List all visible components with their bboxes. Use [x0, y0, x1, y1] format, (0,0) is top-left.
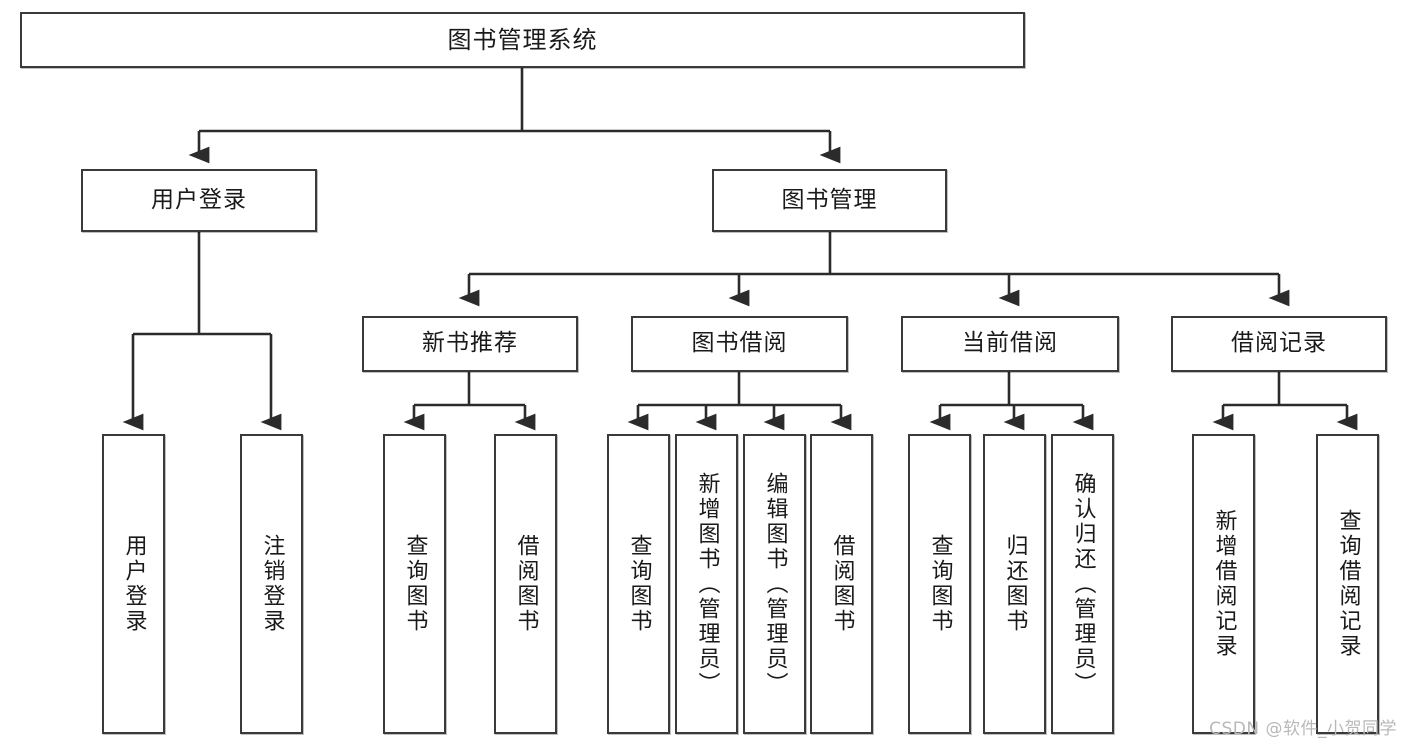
leaf-query-book-current[interactable]: 查询图书 — [908, 434, 971, 734]
node-label: 借阅图书 — [513, 534, 539, 634]
node-new-book-recommend[interactable]: 新书推荐 — [362, 316, 578, 372]
node-current-borrow[interactable]: 当前借阅 — [901, 316, 1119, 372]
node-book-management[interactable]: 图书管理 — [712, 169, 947, 232]
node-label: 借阅记录 — [1231, 330, 1327, 357]
leaf-query-book-recommend[interactable]: 查询图书 — [383, 434, 446, 734]
node-label: 查询图书 — [927, 534, 953, 634]
node-label: 归还图书 — [1002, 534, 1028, 634]
node-label: 新增图书（管理员） — [694, 471, 720, 697]
node-label: 用户登录 — [151, 186, 247, 213]
node-label: 当前借阅 — [962, 330, 1058, 357]
leaf-confirm-return-admin[interactable]: 确认归还（管理员） — [1051, 434, 1114, 734]
node-label: 确认归还（管理员） — [1070, 471, 1096, 697]
node-label: 注销登录 — [259, 534, 285, 634]
leaf-edit-book-admin[interactable]: 编辑图书（管理员） — [743, 434, 806, 734]
leaf-borrow-book[interactable]: 借阅图书 — [810, 434, 873, 734]
node-label: 图书借阅 — [691, 330, 788, 357]
node-root-book-management-system[interactable]: 图书管理系统 — [20, 12, 1025, 68]
node-label: 图书管理 — [781, 186, 878, 213]
node-label: 借阅图书 — [829, 534, 855, 634]
leaf-query-borrow-record[interactable]: 查询借阅记录 — [1316, 434, 1379, 734]
node-label: 图书管理系统 — [447, 25, 598, 54]
leaf-logout-login[interactable]: 注销登录 — [240, 434, 303, 734]
node-user-login[interactable]: 用户登录 — [81, 169, 317, 232]
node-label: 新书推荐 — [422, 330, 518, 357]
leaf-user-login[interactable]: 用户登录 — [102, 434, 165, 734]
leaf-add-book-admin[interactable]: 新增图书（管理员） — [675, 434, 738, 734]
leaf-return-book[interactable]: 归还图书 — [983, 434, 1046, 734]
node-label: 编辑图书（管理员） — [762, 471, 788, 697]
leaf-borrow-book-recommend[interactable]: 借阅图书 — [494, 434, 557, 734]
watermark: CSDN @软件_小贺同学 — [1209, 719, 1397, 739]
node-book-borrow[interactable]: 图书借阅 — [631, 316, 848, 372]
node-label: 新增借阅记录 — [1211, 509, 1237, 659]
leaf-query-book-borrow[interactable]: 查询图书 — [607, 434, 670, 734]
node-label: 查询借阅记录 — [1335, 509, 1361, 659]
node-label: 查询图书 — [402, 534, 428, 634]
node-borrow-record[interactable]: 借阅记录 — [1171, 316, 1387, 372]
node-label: 用户登录 — [121, 534, 147, 634]
node-label: 查询图书 — [626, 534, 652, 634]
leaf-add-borrow-record[interactable]: 新增借阅记录 — [1192, 434, 1255, 734]
